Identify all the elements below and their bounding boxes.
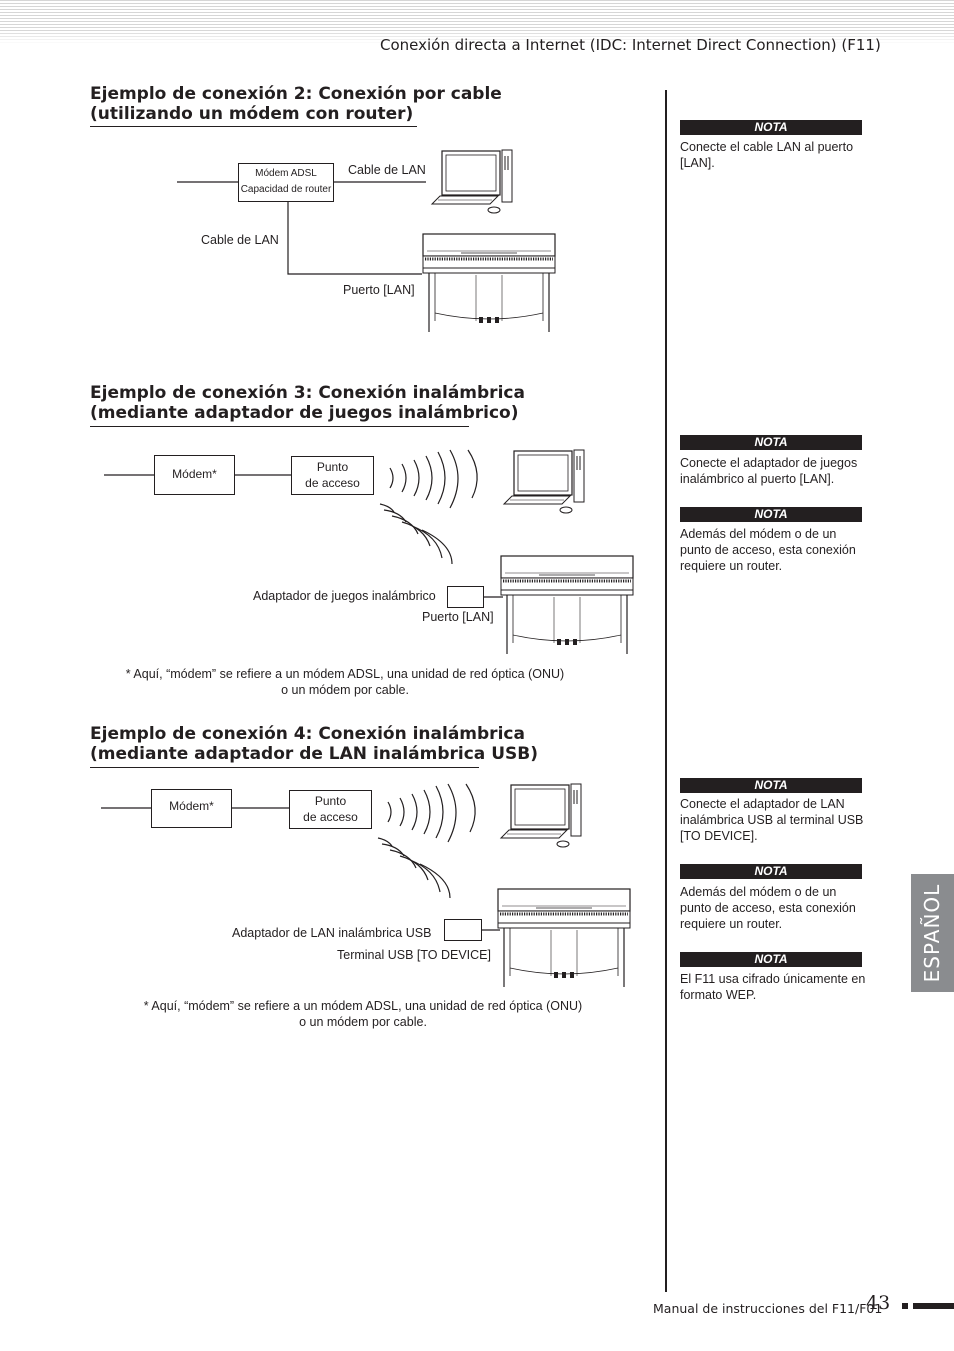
section2-modem-line1: Módem ADSL (255, 168, 317, 179)
section3-modem-box: Módem* (154, 455, 235, 495)
section2-modem-line2: Capacidad de router (240, 184, 332, 195)
section3-title-line2: (mediante adaptador de juegos inalámbric… (90, 403, 519, 423)
note-text: Además del módem o de un punto de acceso… (680, 885, 856, 931)
computer-icon (502, 449, 585, 514)
section2-modem-box: Módem ADSL Capacidad de router (238, 163, 334, 202)
footer-bar-mark (913, 1303, 954, 1309)
wireless-waves-icon (377, 783, 476, 899)
column-divider (665, 90, 667, 1292)
note-heading: NOTA (680, 952, 862, 967)
section3-ap-line1: Punto (316, 460, 349, 474)
section4-title-underline (90, 767, 479, 768)
footer-square-mark (902, 1303, 908, 1309)
note-heading: NOTA (680, 864, 862, 879)
wireless-waves-icon (379, 449, 478, 565)
section3-title-line1: Ejemplo de conexión 3: Conexión inalámbr… (90, 383, 525, 403)
section4-modem-label: Módem* (169, 799, 214, 813)
piano-icon (422, 233, 556, 332)
note-text: Además del módem o de un punto de acceso… (680, 527, 856, 573)
section3-access-point-box: Punto de acceso (291, 456, 374, 495)
computer-icon (430, 149, 513, 214)
computer-icon (499, 783, 582, 848)
note-text: Conecte el cable LAN al puerto [LAN]. (680, 140, 854, 170)
language-tab: ESPAÑOL (911, 874, 954, 992)
section2-title-underline (90, 126, 417, 127)
page-number: 43 (866, 1292, 891, 1314)
section3-modem-label: Módem* (172, 467, 217, 481)
section4-ap-line2: de acceso (303, 810, 358, 824)
running-head: Conexión directa a Internet (IDC: Intern… (380, 36, 881, 54)
note-heading: NOTA (680, 120, 862, 135)
section3-puerto-lan: Puerto [LAN] (422, 610, 494, 624)
section2-cable-lan-top: Cable de LAN (348, 163, 426, 177)
piano-icon (497, 888, 631, 987)
section3-title-underline (90, 426, 469, 427)
section4-adapter-label: Adaptador de LAN inalámbrica USB (232, 926, 432, 940)
language-tab-label: ESPAÑOL (920, 883, 944, 983)
section3-adapter-box (447, 586, 484, 608)
note-heading: NOTA (680, 778, 862, 793)
section4-footnote-line1: * Aquí, “módem” se refiere a un módem AD… (143, 999, 583, 1013)
section4-access-point-box: Punto de acceso (289, 790, 372, 829)
note-text: Conecte el adaptador de LAN inalámbrica … (680, 797, 864, 843)
section3-adapter-label: Adaptador de juegos inalámbrico (253, 589, 436, 603)
section3-footnote-line2: o un módem por cable. (281, 683, 409, 697)
section2-title-line2: (utilizando un módem con router) (90, 104, 414, 124)
header-stripes (0, 0, 954, 44)
section2-cable-lan-left: Cable de LAN (201, 233, 279, 247)
section3-footnote-line1: * Aquí, “módem” se refiere a un módem AD… (125, 667, 565, 681)
section4-footnote-line2: o un módem por cable. (299, 1015, 427, 1029)
section2-puerto-lan: Puerto [LAN] (343, 283, 415, 297)
note-text: Conecte el adaptador de juegos inalámbri… (680, 456, 858, 486)
section4-footnote: * Aquí, “módem” se refiere a un módem AD… (118, 998, 608, 1030)
section4-title-line1: Ejemplo de conexión 4: Conexión inalámbr… (90, 724, 525, 744)
note-text: El F11 usa cifrado únicamente en formato… (680, 972, 866, 1002)
section3-title: Ejemplo de conexión 3: Conexión inalámbr… (90, 383, 525, 423)
section4-adapter-box (444, 919, 482, 941)
section4-title-line2: (mediante adaptador de LAN inalámbrica U… (90, 744, 538, 764)
section4-modem-box: Módem* (151, 789, 232, 828)
section3-ap-line2: de acceso (305, 476, 360, 490)
section4-title: Ejemplo de conexión 4: Conexión inalámbr… (90, 724, 538, 764)
section4-terminal-label: Terminal USB [TO DEVICE] (337, 948, 491, 962)
section4-ap-line1: Punto (314, 794, 347, 808)
footer-manual-title: Manual de instrucciones del F11/F01 (653, 1301, 883, 1316)
note-heading: NOTA (680, 435, 862, 450)
note-heading: NOTA (680, 507, 862, 522)
piano-icon (500, 555, 634, 654)
section3-footnote: * Aquí, “módem” se refiere a un módem AD… (100, 666, 590, 698)
section2-title: Ejemplo de conexión 2: Conexión por cabl… (90, 84, 502, 124)
section2-title-line1: Ejemplo de conexión 2: Conexión por cabl… (90, 84, 502, 104)
